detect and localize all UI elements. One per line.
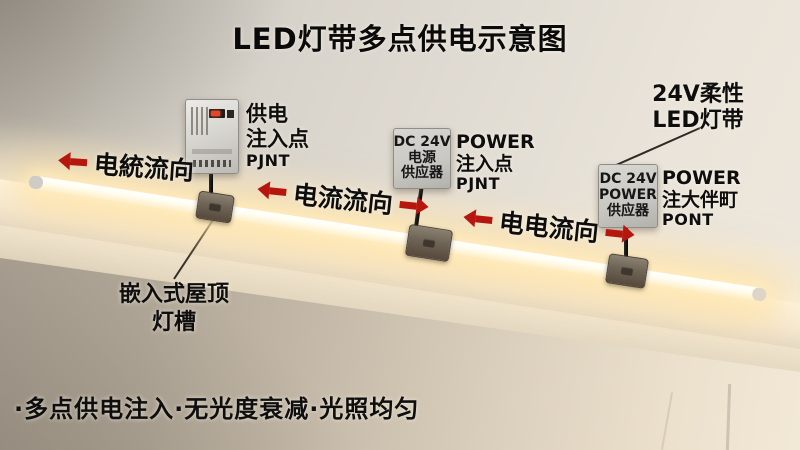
psu-box-text: DC 24V — [599, 171, 657, 188]
terminal-row-icon — [193, 160, 231, 167]
label-line: 24V柔性 — [652, 82, 744, 107]
label-line: 注大伴町 — [662, 189, 739, 212]
label-line: 灯槽 — [151, 310, 196, 336]
psu-box-left — [185, 99, 239, 174]
label-line: LED灯带 — [652, 107, 744, 133]
label-psu-left: 供电 注入点 PJNT — [246, 102, 309, 170]
flow-arrow-left-icon — [57, 151, 88, 171]
label-line: 注入点 — [246, 126, 309, 151]
psu-box-middle: DC 24V 电源 供应器 — [393, 128, 451, 189]
psu-box-text: 供应器 — [607, 202, 649, 219]
flow-arrow-right-icon — [399, 195, 430, 216]
flow-text: 电統流向 — [92, 149, 195, 186]
label-line: PJNT — [456, 174, 500, 194]
label-cove: 嵌入式屋顶 灯槽 — [100, 281, 248, 337]
strip-connector — [404, 223, 454, 263]
strip-connector — [195, 190, 235, 224]
label-line: POWER — [456, 131, 535, 153]
vent-slits-icon — [191, 107, 209, 135]
psu-box-right: DC 24V POWER 供应器 — [598, 164, 658, 228]
label-line: 注入点 — [456, 153, 514, 176]
psu-cable — [209, 167, 213, 198]
psu-box-text: 电源 — [408, 149, 436, 166]
psu-box-text: 供应器 — [401, 165, 443, 182]
printed-label — [192, 149, 232, 154]
label-led-strip: 24V柔性 LED灯带 — [622, 82, 774, 134]
label-line: PONT — [662, 210, 714, 230]
flow-arrow-left-icon — [462, 208, 494, 229]
page-title: LED灯带多点供电示意图 — [232, 22, 568, 56]
strip-connector — [604, 253, 650, 289]
label-psu-right: POWER 注大伴町 PONT — [662, 167, 741, 230]
label-line: PJNT — [246, 150, 290, 170]
footer-caption: ·多点供电注入·无光度衰减·光照均匀 — [14, 395, 420, 423]
psu-box-text: DC 24V — [393, 133, 451, 150]
label-line: POWER — [662, 167, 741, 189]
label-psu-middle: POWER 注入点 PJNT — [456, 131, 535, 194]
label-line: 供电 — [246, 102, 288, 126]
flow-arrow-left-icon — [256, 180, 288, 201]
strip-endcap-left — [28, 174, 44, 190]
label-line: 嵌入式屋顶 — [118, 282, 229, 307]
flow-arrow-right-icon — [605, 223, 636, 244]
led-display-icon — [209, 109, 225, 118]
psu-cable — [624, 221, 628, 261]
psu-box-text: POWER — [599, 187, 657, 204]
button-icon — [227, 110, 234, 118]
